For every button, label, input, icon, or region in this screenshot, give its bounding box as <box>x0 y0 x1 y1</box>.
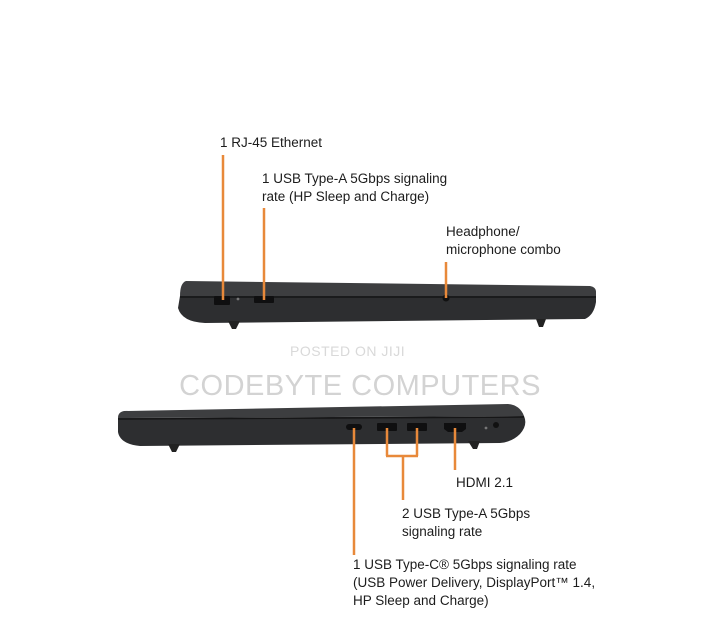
usba-label: 1 USB Type-A 5Gbps signaling rate (HP Sl… <box>262 171 448 204</box>
usb-a-port-2-icon <box>407 423 427 431</box>
usbc-label: 1 USB Type-C® 5Gbps signaling rate (USB … <box>353 557 596 608</box>
rj45-label: 1 RJ-45 Ethernet <box>220 135 323 150</box>
watermark-brand: CODEBYTE COMPUTERS <box>179 370 541 402</box>
hdmi-label: HDMI 2.1 <box>456 475 514 490</box>
hdmi-port-icon <box>444 423 466 432</box>
usb-c-port-icon <box>346 424 362 430</box>
watermark-posted: POSTED ON JIJI <box>290 343 406 359</box>
rj45-port-icon <box>214 296 230 305</box>
usb-a-port-1-icon <box>377 423 397 431</box>
usba2-label: 2 USB Type-A 5Gbps signaling rate <box>402 506 531 539</box>
laptop-right-side <box>117 404 526 555</box>
audio-label: Headphone/ microphone combo <box>446 224 561 257</box>
laptop-left-side <box>178 155 596 329</box>
